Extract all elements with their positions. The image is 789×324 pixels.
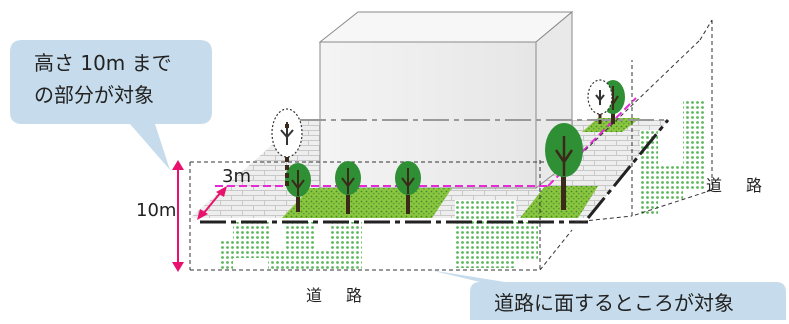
volume-outline [189, 19, 713, 271]
callout-height-line2: の部分が対象 [34, 83, 154, 107]
setback-arrow-icon [197, 186, 227, 220]
tree-icon [545, 123, 583, 210]
road-label-side: 道 路 [706, 176, 767, 195]
tree-icon [395, 161, 421, 214]
tree-icon [335, 161, 361, 214]
tree-icon [285, 163, 311, 212]
callout-road-bubble [430, 270, 786, 320]
setback-label: 3m [222, 166, 251, 187]
callout-road-text: 道路に面するところが対象 [494, 291, 734, 315]
road-boundary-lines [200, 119, 670, 224]
tree-sapling-icon [271, 108, 303, 186]
callout-height-bubble [10, 40, 212, 170]
height-label: 10m [136, 200, 177, 221]
planting-area-front [282, 188, 452, 218]
setback-line [215, 97, 637, 187]
road-label-front: 道 路 [306, 286, 367, 305]
height-arrow-icon [172, 160, 184, 272]
hedge-blocks-front [220, 100, 705, 270]
tree-sapling-icon [587, 79, 613, 126]
callout-height-line1: 高さ 10m まで [34, 51, 172, 75]
